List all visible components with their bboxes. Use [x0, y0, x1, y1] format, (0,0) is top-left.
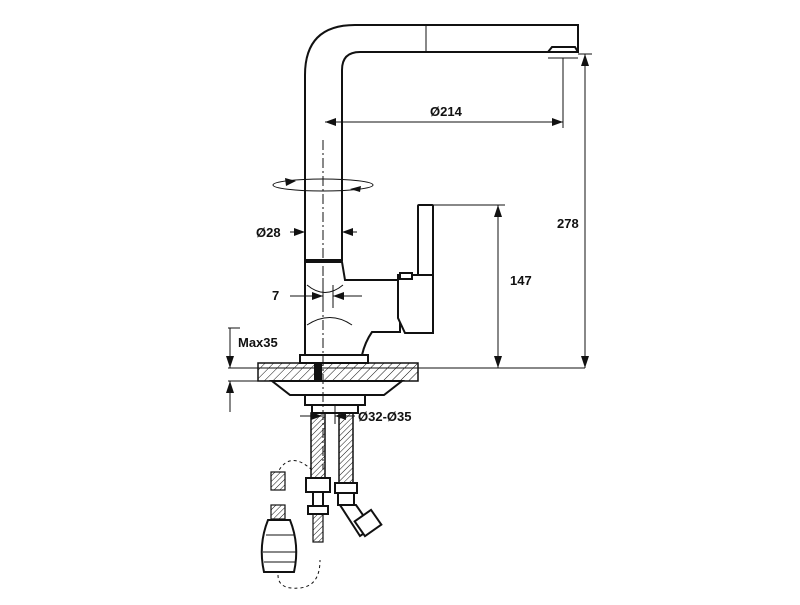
filter-cartridge: [260, 460, 321, 589]
faucet-body: [304, 261, 401, 356]
dimension-offset-label: 7: [272, 288, 279, 303]
dimension-lever-height: 147: [433, 204, 532, 368]
dimension-spout-reach-label: Ø214: [430, 104, 463, 119]
dimension-column-diameter: Ø28: [256, 225, 357, 240]
dimension-total-height-label: 278: [557, 216, 579, 231]
dimension-spout-reach: Ø214: [325, 58, 564, 128]
rotation-arrow-icon: [272, 178, 374, 192]
faucet-lever-handle: [397, 204, 434, 334]
dimension-lever-height-label: 147: [510, 273, 532, 288]
dimension-hole-diameter: Ø32-Ø35: [300, 406, 411, 424]
dimension-total-height: 278: [557, 53, 592, 368]
dimension-max-thickness-label: Max35: [238, 335, 278, 350]
dimension-hole-diameter-label: Ø32-Ø35: [358, 409, 411, 424]
faucet-spout: [304, 24, 579, 261]
dimension-offset: 7: [272, 278, 362, 308]
dimension-max-thickness: Max35: [226, 327, 278, 412]
supply-hoses: [305, 412, 383, 543]
faucet-base: [228, 354, 585, 414]
dimension-column-diameter-label: Ø28: [256, 225, 281, 240]
